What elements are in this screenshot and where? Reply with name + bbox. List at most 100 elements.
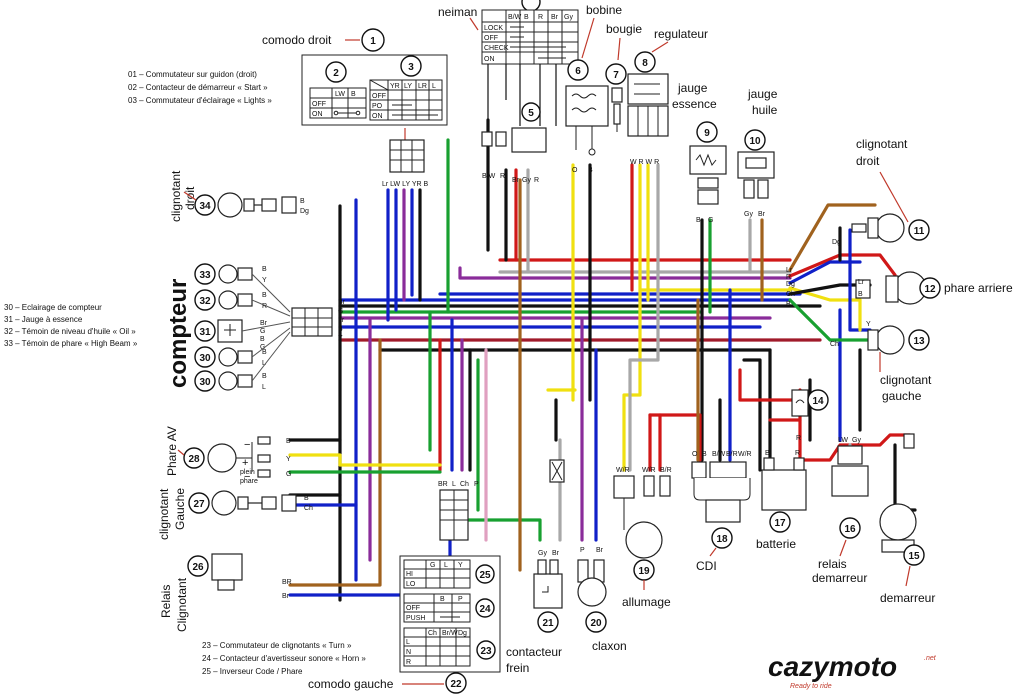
frein-wire-gy: Gy (538, 550, 547, 557)
svg-text:33: 33 (199, 270, 211, 281)
rear-mid-y: Y (866, 321, 871, 328)
neiman-connector-b (495, 131, 507, 147)
rear-left-indicator (867, 325, 905, 355)
neiman-label: neiman (438, 5, 477, 19)
svg-text:B: B (260, 336, 265, 343)
svg-text:31: 31 (199, 327, 211, 338)
relais-clignotant-label-1: Relais (159, 585, 173, 618)
svg-text:Br: Br (551, 14, 559, 21)
svg-text:OFF: OFF (312, 101, 326, 108)
clignotant-droit-rear-label-2: droit (856, 154, 880, 168)
callout-21-number: 21 (542, 618, 554, 629)
svg-text:B: B (262, 349, 267, 356)
svg-text:23: 23 (480, 646, 492, 657)
callout-27-number: 27 (193, 499, 205, 510)
comodo-droit-label: comodo droit (262, 33, 332, 47)
svg-text:B/W: B/W (508, 14, 522, 21)
cg-wire-l: L (452, 481, 456, 488)
svg-text:B: B (262, 266, 267, 273)
svg-text:LY: LY (404, 83, 412, 90)
c34-wire-b: B (300, 198, 305, 205)
jauge-huile-label-2: huile (752, 103, 778, 117)
callout-21 (537, 611, 559, 633)
svg-text:G: G (260, 344, 265, 351)
c34-wire-dg: Dg (300, 208, 309, 215)
svg-text:L: L (444, 562, 448, 569)
front-right-indicator (217, 192, 297, 218)
phare-wire-y: Y (286, 456, 291, 463)
comodo-gauche-label: comodo gauche (308, 677, 394, 691)
cdi-unit (691, 461, 751, 523)
callout-34-number: 34 (199, 201, 211, 212)
flasher-relay (211, 553, 243, 591)
svg-text:Gy: Gy (564, 14, 573, 21)
callout-17 (769, 511, 791, 533)
batterie-label: batterie (756, 537, 796, 551)
phare-wire-g: G (286, 471, 291, 478)
callout-7 (605, 63, 627, 85)
callout-28 (183, 447, 205, 469)
fuse (791, 389, 809, 417)
rear-lamp (855, 271, 927, 305)
svg-text:Ch: Ch (428, 630, 437, 637)
svg-text:Y: Y (262, 277, 267, 284)
brake-switch (533, 459, 565, 609)
svg-text:OFF: OFF (484, 35, 498, 42)
claxon-wire-p: P (580, 547, 585, 554)
callout-32 (194, 289, 216, 311)
contacteur-frein-label-2: frein (506, 661, 529, 675)
callout-8-number: 8 (642, 58, 648, 69)
fuse-wire-r: R (796, 435, 801, 442)
svg-text:L: L (406, 639, 410, 646)
regulator (627, 73, 669, 137)
c9-wire-b: B (696, 217, 701, 224)
bobine-label: bobine (586, 3, 622, 17)
svg-text:3: 3 (408, 62, 414, 73)
clignotant-gauche-front-label-2: Gauche (173, 488, 187, 530)
frein-wire-br: Br (552, 550, 560, 557)
callout-12 (919, 277, 941, 299)
callout-5 (521, 102, 541, 122)
svg-text:Br/W: Br/W (442, 630, 458, 637)
c26-wire-br2: Br (282, 593, 290, 600)
phare-sub-label: phare (240, 478, 258, 485)
neiman-connector-a (481, 131, 493, 147)
svg-text:B: B (524, 14, 529, 21)
c5-wire-gy: Gy (522, 177, 531, 184)
svg-text:G: G (430, 562, 435, 569)
jauge-essence-label-1: jauge (677, 81, 708, 95)
callout-12-number: 12 (924, 284, 936, 295)
callout-11 (908, 219, 930, 241)
svg-text:YR: YR (390, 83, 400, 90)
allumage-wire-br: B/R (660, 467, 672, 474)
callout-22 (445, 672, 467, 694)
svg-text:PUSH: PUSH (406, 615, 425, 622)
svg-text:30: 30 (199, 377, 211, 388)
callout-19-number: 19 (638, 566, 650, 577)
neiman-wire-bw: B/W (482, 173, 496, 180)
svg-text:CHECK: CHECK (484, 45, 509, 52)
clignotant-gauche-rear-label-2: gauche (882, 389, 922, 403)
svg-text:2: 2 (333, 68, 339, 79)
svg-text:R: R (262, 303, 267, 310)
callout-6-number: 6 (575, 66, 581, 77)
c10-wire-gy: Gy (744, 211, 753, 218)
legend-32: 32 – Témoin de niveau d'huile « Oil » (4, 327, 136, 336)
svg-text:R: R (406, 659, 411, 666)
compteur-title: compteur (165, 279, 192, 388)
svg-text:L: L (262, 360, 266, 367)
left-switch-tables: G L Y HI LO 25 B P OFF PUSH 24 Ch Br/W D… (399, 555, 501, 673)
cdi-wire-wr: W/R (738, 451, 752, 458)
legend-03: 03 – Commutateur d'éclairage « Lights » (128, 96, 272, 105)
svg-text:HI: HI (406, 571, 413, 578)
c27-wire-b: B (304, 495, 309, 502)
relais-demarreur-label-2: demarreur (812, 571, 867, 585)
cdi-wire-br: B/R (726, 451, 738, 458)
legend-25: 25 – Inverseur Code / Phare (202, 667, 303, 676)
allumage-wire-wr1: W/R (616, 467, 630, 474)
compteur-pin-br: Br (338, 299, 346, 306)
battery-wire-r: R (795, 450, 800, 457)
legend-02: 02 – Contacteur de démarreur « Start » (128, 83, 268, 92)
rear-wire-ch: Ch (786, 291, 795, 298)
